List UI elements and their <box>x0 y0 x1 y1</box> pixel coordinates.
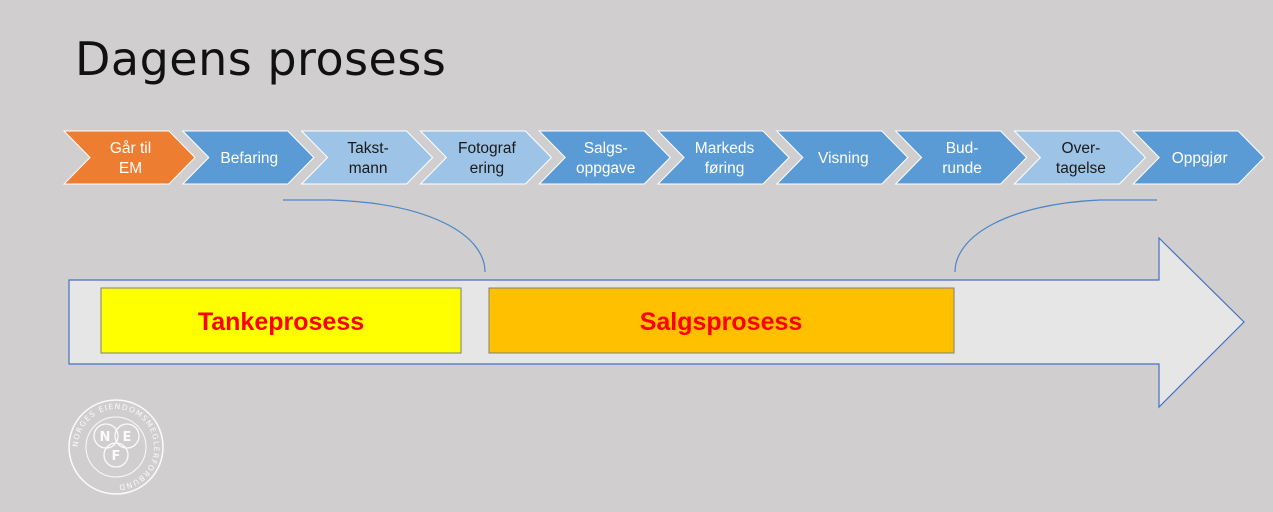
step-chevron <box>538 130 671 185</box>
step-chevron <box>1013 130 1147 185</box>
step-label: Befaring <box>220 150 278 167</box>
step-chevron <box>181 130 315 185</box>
step-label: EM <box>119 160 142 177</box>
step-label: føring <box>705 160 745 177</box>
step-label: mann <box>349 160 388 177</box>
step-label: Takst- <box>347 140 388 157</box>
step-chevron <box>300 130 434 185</box>
step-label: Fotograf <box>458 140 516 157</box>
step-label: Bud- <box>946 140 979 157</box>
process-step: Bud-runde <box>894 130 1028 185</box>
seal-letter: F <box>112 449 121 464</box>
step-label: Oppgjør <box>1172 150 1228 167</box>
phase-label: Tankeprosess <box>198 308 364 336</box>
seal-ring-text: NORGES EIENDOMSMEGLERFORBUND <box>71 402 161 492</box>
process-step: Fotograf ering <box>419 130 553 185</box>
phase-box-salgsprosess: Salgsprosess <box>488 287 955 354</box>
connector-curve-left <box>283 199 486 273</box>
seal-letter: N <box>100 430 111 445</box>
step-label: Over- <box>1062 140 1101 157</box>
step-label: tagelse <box>1056 160 1106 177</box>
step-label: Markeds <box>695 140 755 157</box>
nef-seal-logo: NORGES EIENDOMSMEGLERFORBUND N E F <box>68 399 164 495</box>
process-step: Over-tagelse <box>1013 130 1147 185</box>
step-label: oppgave <box>576 160 635 177</box>
step-chevron <box>775 130 909 185</box>
process-step: Befaring <box>181 130 315 185</box>
step-chevron <box>419 130 553 185</box>
phase-label: Salgsprosess <box>640 308 803 336</box>
step-label: Går til <box>110 140 151 157</box>
seal-letter: E <box>123 430 132 445</box>
process-step: Markeds føring <box>656 130 790 185</box>
process-step: Salgs-oppgave <box>538 130 671 185</box>
process-step: Visning <box>775 130 909 185</box>
step-label: runde <box>942 160 982 177</box>
step-chevron <box>1132 130 1265 185</box>
step-label: Visning <box>818 150 869 167</box>
step-chevron <box>656 130 790 185</box>
process-step: Takst-mann <box>300 130 434 185</box>
step-chevron <box>894 130 1028 185</box>
phase-box-tankeprosess: Tankeprosess <box>100 287 462 354</box>
step-chevron <box>62 130 196 185</box>
connector-curve-right <box>954 199 1157 273</box>
slide-title: Dagens prosess <box>75 32 447 86</box>
step-label: ering <box>470 160 504 177</box>
process-step: Oppgjør <box>1132 130 1265 185</box>
step-label: Salgs- <box>584 140 628 157</box>
